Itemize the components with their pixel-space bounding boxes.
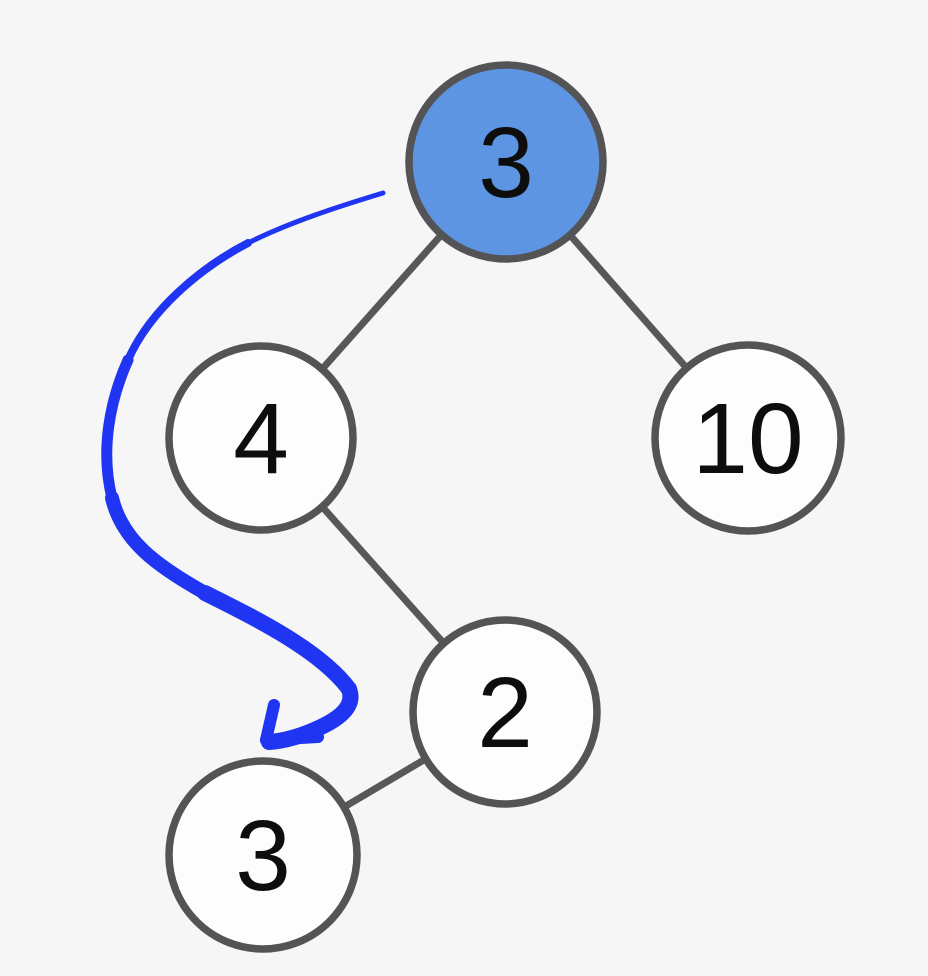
node-label: 3 bbox=[235, 800, 291, 912]
node-label: 4 bbox=[233, 383, 289, 495]
arrow-shaft bbox=[245, 190, 386, 246]
node-circle bbox=[651, 341, 845, 535]
node-circle bbox=[165, 757, 361, 953]
tree-node-lr: 2 bbox=[409, 616, 601, 808]
arrow-shaft bbox=[124, 239, 252, 364]
curved-arrow-icon bbox=[101, 190, 386, 750]
node-circle bbox=[409, 616, 601, 808]
tree-node-r: 10 bbox=[651, 341, 845, 535]
arrow-shaft bbox=[101, 354, 134, 504]
arrow-shaft bbox=[197, 585, 357, 697]
node-label: 10 bbox=[692, 383, 803, 495]
arrowhead-barb bbox=[260, 731, 324, 746]
node-label: 3 bbox=[478, 107, 534, 219]
tree-nodes: 3 4 10 2 3 bbox=[165, 61, 845, 953]
arrow-shaft bbox=[105, 491, 212, 600]
tree-node-root: 3 bbox=[405, 61, 607, 263]
tree-node-lrl: 3 bbox=[165, 757, 361, 953]
node-circle bbox=[165, 342, 357, 534]
node-label: 2 bbox=[477, 657, 533, 769]
node-circle-highlighted bbox=[405, 61, 607, 263]
tree-node-l: 4 bbox=[165, 342, 357, 534]
